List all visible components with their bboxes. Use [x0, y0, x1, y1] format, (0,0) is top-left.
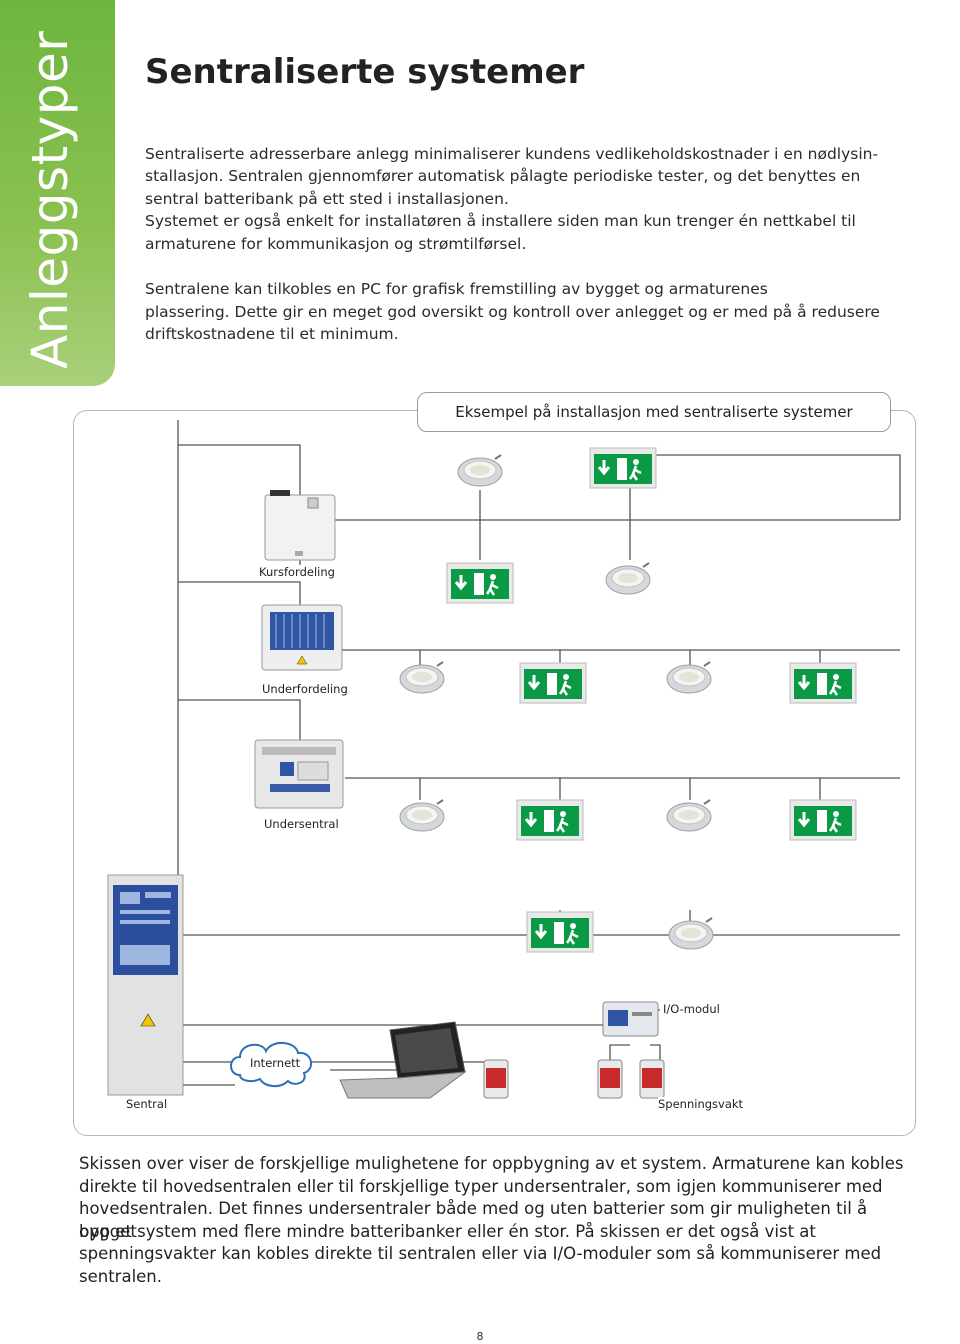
downlight-luminaire [666, 661, 712, 694]
caption-line: spenningsvakter kan kobles direkte til s… [79, 1244, 882, 1263]
page-title: Sentraliserte systemer [145, 52, 585, 92]
kursfordeling-device [264, 490, 336, 561]
exit-sign-luminaire [518, 661, 588, 705]
label-kursfordeling: Kursfordeling [259, 565, 335, 579]
side-tab: Anleggstyper [0, 0, 115, 386]
sentral-device [107, 874, 184, 1096]
intro-line: Sentraliserte adresserbare anlegg minima… [145, 145, 879, 163]
pc-line: driftskostnadene til et minimum. [145, 325, 399, 343]
intro-line: sentral batteribank på ett sted i instal… [145, 190, 509, 208]
label-sentral: Sentral [126, 1097, 168, 1111]
downlight-luminaire [399, 661, 445, 694]
exit-sign-luminaire [588, 446, 658, 490]
spenningsvakt-device [597, 1059, 623, 1099]
intro-line: armaturene for kommunikasjon og strømtil… [145, 235, 527, 253]
downlight-luminaire [605, 562, 651, 595]
caption-line: direkte til hovedsentralen eller til for… [79, 1177, 883, 1196]
caption-line: Skissen over viser de forskjellige mulig… [79, 1154, 904, 1173]
diagram-title: Eksempel på installasjon med sentraliser… [417, 392, 891, 432]
label-underfordeling: Underfordeling [262, 682, 348, 696]
underfordeling-device [261, 604, 343, 671]
downlight-luminaire [399, 799, 445, 832]
label-spenningsvakt: Spenningsvakt [658, 1097, 744, 1111]
spenningsvakt-device [639, 1059, 665, 1099]
undersentral-device [254, 739, 344, 809]
downlight-luminaire [666, 799, 712, 832]
connection-lines [147, 420, 901, 1086]
spenningsvakt-device [483, 1059, 509, 1099]
pc-line: plassering. Dette gir en meget god overs… [145, 303, 880, 321]
exit-sign-luminaire [525, 910, 595, 954]
caption-line: sentralen. [79, 1267, 163, 1286]
label-internett: Internett [250, 1056, 301, 1070]
exit-sign-luminaire [788, 798, 858, 842]
pc-line: Sentralene kan tilkobles en PC for grafi… [145, 280, 768, 298]
label-io-modul: I/O-modul [663, 1002, 720, 1016]
page-number: 8 [476, 1330, 484, 1343]
caption-line: hovedsentralen. Det finnes undersentrale… [79, 1199, 868, 1241]
exit-sign-luminaire [445, 561, 515, 605]
intro-line: Systemet er også enkelt for installatøre… [145, 212, 856, 230]
io-module-device [602, 1001, 659, 1037]
internet-cloud [230, 1042, 313, 1087]
exit-sign-luminaire [515, 798, 585, 842]
exit-sign-luminaire [788, 661, 858, 705]
intro-line: stallasjon. Sentralen gjennomfører autom… [145, 167, 861, 185]
label-undersentral: Undersentral [264, 817, 339, 831]
laptop [339, 1021, 467, 1099]
downlight-luminaire [668, 917, 714, 950]
caption-line: opp et system med flere mindre batteriba… [79, 1222, 816, 1241]
downlight-luminaire [457, 454, 503, 487]
